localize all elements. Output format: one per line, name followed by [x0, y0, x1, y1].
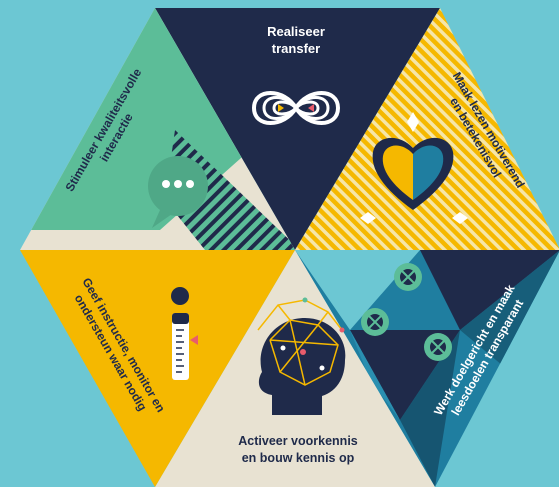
diamond-shape [452, 212, 468, 224]
segment-bottom-right: Werk doelgericht en maak leesdoelen tran… [295, 250, 559, 487]
thermometer-icon [171, 287, 198, 380]
target-icon [361, 308, 389, 336]
brain-network-icon [257, 297, 346, 415]
segment-top-background [155, 8, 440, 250]
target-icon [394, 263, 422, 291]
heart-icon [372, 137, 454, 210]
segment-top-right-background [295, 8, 559, 250]
segment-top-label-line1: Realiseer [267, 24, 325, 39]
segment-top: Realiseer transfer [155, 8, 440, 250]
diamond-shape [407, 112, 419, 132]
segment-bottom-left: Geef instructie, monitor en ondersteun w… [20, 250, 295, 487]
segment-bottom: Activeer voorkennis en bouw kennis op [155, 250, 435, 487]
segment-bottom-label-line2: en bouw kennis op [242, 451, 355, 465]
segment-top-right: Maak lezen motiverend en betekenisvol [295, 8, 559, 250]
target-icon [424, 333, 452, 361]
diamond-shape [360, 212, 376, 224]
segment-bottom-label-line1: Activeer voorkennis [238, 434, 358, 448]
speech-bubble-icon [148, 156, 208, 228]
segment-top-label-line2: transfer [272, 41, 320, 56]
infinity-icon [251, 91, 341, 125]
segment-bottom-left-background [20, 250, 295, 487]
